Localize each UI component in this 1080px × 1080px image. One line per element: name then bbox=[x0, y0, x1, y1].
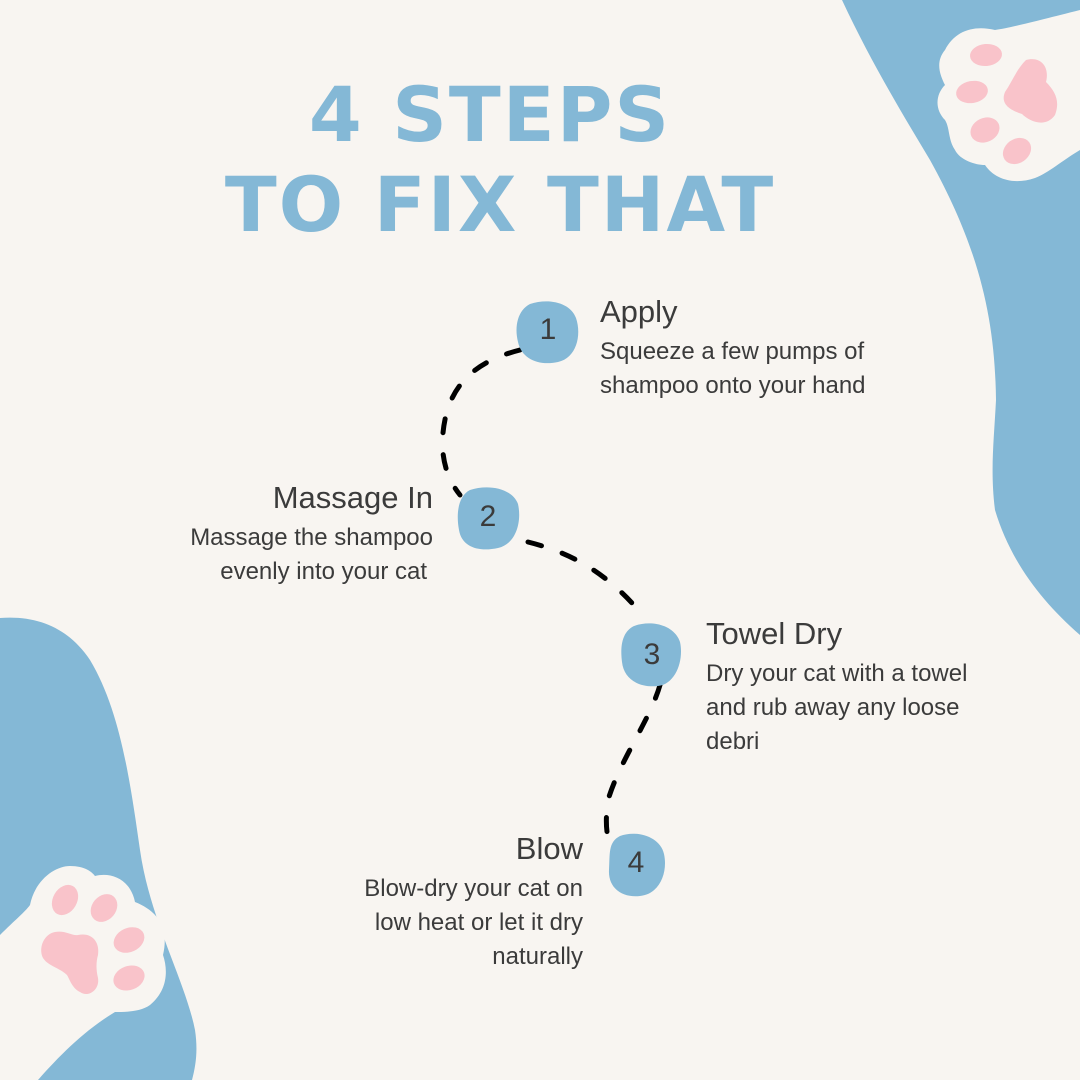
step-description-towel-dry: Dry your cat with a towel and rub away a… bbox=[706, 657, 967, 759]
page-title-line2: TO FIX THAT bbox=[224, 160, 776, 249]
step-description-massage-in: Massage the shampoo evenly into your cat bbox=[190, 521, 433, 589]
step-title-massage-in: Massage In bbox=[272, 480, 433, 515]
description-line: naturally bbox=[492, 943, 583, 970]
step-number-4: 4 bbox=[627, 846, 645, 879]
step-title-towel-dry: Towel Dry bbox=[706, 616, 843, 651]
step-number-3: 3 bbox=[643, 638, 661, 671]
description-line: Dry your cat with a towel bbox=[706, 660, 968, 687]
step-badge-3 bbox=[621, 623, 682, 687]
step-description-apply: Squeeze a few pumps of shampoo onto your… bbox=[600, 335, 866, 403]
step-title-blow: Blow bbox=[515, 831, 583, 866]
step-title-apply: Apply bbox=[600, 294, 678, 329]
description-line: Massage the shampoo bbox=[190, 524, 433, 551]
description-line: debri bbox=[706, 728, 760, 755]
description-line: and rub away any loose bbox=[706, 694, 960, 721]
description-line: low heat or let it dry bbox=[374, 909, 583, 936]
description-line: Squeeze a few pumps of bbox=[600, 338, 865, 365]
step-number-2: 2 bbox=[479, 500, 497, 533]
step-badge-2 bbox=[457, 487, 520, 550]
description-line: Blow-dry your cat on bbox=[364, 875, 583, 902]
paw-icon bbox=[937, 10, 1080, 182]
step-badge-4 bbox=[608, 833, 665, 897]
step-badge-1 bbox=[516, 301, 579, 364]
dashed-path bbox=[440, 347, 663, 848]
description-line: evenly into your cat bbox=[220, 558, 427, 585]
paw-icon bbox=[0, 866, 166, 1080]
description-line: shampoo onto your hand bbox=[600, 372, 866, 399]
step-number-1: 1 bbox=[539, 313, 557, 346]
page-title-line1: 4 STEPS bbox=[308, 70, 672, 159]
step-description-blow: Blow-dry your cat on low heat or let it … bbox=[364, 872, 583, 974]
